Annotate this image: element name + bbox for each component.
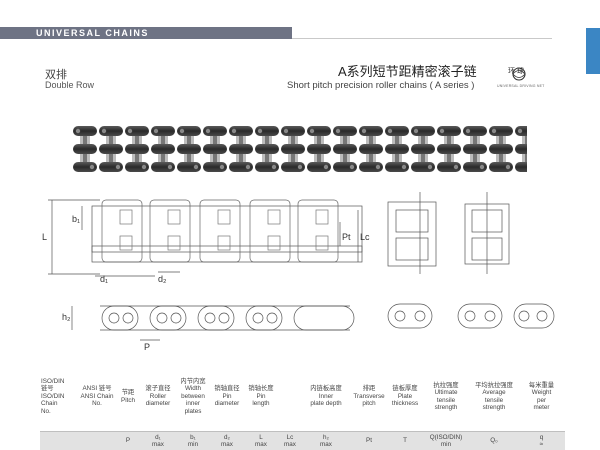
label-d2: d₂	[158, 274, 167, 284]
banner-title: UNIVERSAL CHAINS	[36, 28, 149, 38]
brand-logo-icon	[512, 67, 526, 81]
header-roller-diameter: 滚子直径 Roller diameter	[145, 385, 171, 408]
label-b1: b₁	[72, 214, 80, 224]
header-pin-length-lc	[278, 362, 302, 432]
table-row-header: ISO/DIN 链号 ISO/DIN Chain No. ANSI 链号 ANS…	[40, 362, 565, 432]
sym-Q: Q(ISO/DIN) min	[422, 431, 470, 450]
sym-d2: d₂ max	[210, 431, 244, 450]
table-row-symbols: P d₁ max b₁ min d₂ max L max Lc max h₂ m…	[40, 431, 565, 450]
header-pin-length: 销轴长度 Pin length	[248, 385, 274, 408]
header-pitch: 节距 Pitch	[121, 389, 135, 404]
label-Lc: Lc	[360, 232, 370, 242]
sym-Lc: Lc max	[278, 431, 302, 450]
sym-Pt: Pt	[350, 431, 388, 450]
sym-h2: h₂ max	[302, 431, 350, 450]
section-banner: UNIVERSAL CHAINS	[0, 27, 292, 39]
header-plate-depth: 内链板高度 Inner plate depth	[310, 385, 342, 408]
sym-iso	[40, 431, 78, 450]
label-h2: h₂	[62, 312, 71, 322]
label-L: L	[42, 232, 47, 242]
category-en: Double Row	[45, 80, 95, 90]
logo-subtitle: UNIVERSAL DRIVING NET	[497, 84, 545, 88]
header-iso-din: ISO/DIN 链号 ISO/DIN Chain No.	[41, 377, 65, 415]
header-plate-thickness: 链板厚度 Plate thickness	[391, 385, 419, 408]
spec-table-header: ISO/DIN 链号 ISO/DIN Chain No. ANSI 链号 ANS…	[40, 362, 565, 450]
page-title-en: Short pitch precision roller chains ( A …	[287, 80, 475, 91]
side-tab[interactable]	[586, 28, 600, 74]
sym-L: L max	[244, 431, 278, 450]
chain-photo	[72, 122, 527, 176]
sym-ansi	[78, 431, 116, 450]
sym-q: q ≈	[518, 431, 565, 450]
sym-b1: b₁ min	[176, 431, 210, 450]
header-avg-tensile: 平均抗拉强度 Average tensile strength	[475, 381, 513, 412]
header-rule	[292, 38, 552, 39]
sym-pitch: P	[116, 431, 140, 450]
logo-text: 环 球	[508, 68, 524, 75]
header-tensile-strength: 抗拉强度 Ultimate tensile strength	[433, 381, 459, 412]
category-cn: 双排	[45, 69, 67, 81]
header-pin-diameter: 销轴直径 Pin diameter	[214, 385, 240, 408]
page-title-cn: A系列短节距精密滚子链	[338, 64, 477, 79]
header-ansi: ANSI 链号 ANSI Chain No.	[80, 385, 114, 408]
sym-d1: d₁ max	[140, 431, 176, 450]
header-inner-width: 内节内宽 Width between inner plates	[180, 377, 206, 415]
technical-drawing: L b₁ d₁ d₂ Pt Lc h₂ P	[42, 192, 555, 352]
label-Pt: Pt	[342, 232, 351, 242]
label-P: P	[144, 342, 150, 352]
sym-Q0: Q₀	[470, 431, 518, 450]
label-d1: d₁	[100, 274, 108, 284]
header-transverse-pitch: 排距 Transverse pitch	[353, 385, 385, 408]
header-weight: 每米重量 Weight per meter	[528, 381, 555, 412]
sym-T: T	[388, 431, 422, 450]
